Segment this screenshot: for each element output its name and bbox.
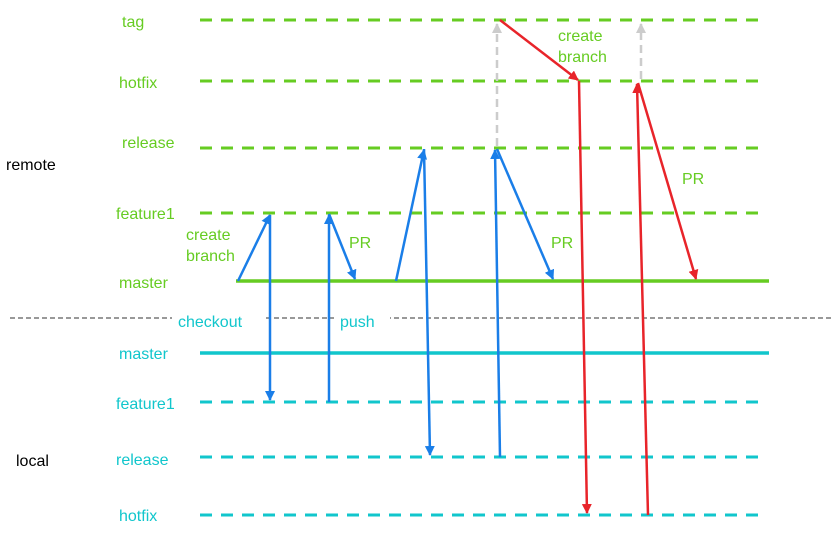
arrow-create-hotfix	[499, 19, 579, 81]
checkout-label: checkout	[178, 314, 243, 331]
pr-hotfix-label: PR	[682, 171, 704, 188]
remote-branch-label-hotfix: hotfix	[119, 75, 157, 92]
arrow-checkout-hotfix	[577, 80, 592, 514]
local-branch-label-release: release	[116, 452, 169, 469]
push-label-bg	[334, 309, 390, 329]
annotation-line: create	[558, 28, 603, 45]
section-label-remote: remote	[6, 157, 56, 174]
arrow-pr-feature1	[327, 213, 357, 280]
arrow-create-feature1	[236, 214, 272, 282]
push-label: push	[340, 314, 375, 331]
pr-release-label: PR	[551, 235, 573, 252]
local-branch-label-feature1: feature1	[116, 396, 175, 413]
arrow-pr-release	[495, 148, 555, 280]
create-branch-feature-label: create branch	[186, 227, 235, 265]
arrow-push-release	[490, 149, 502, 458]
remote-branch-label-release: release	[122, 135, 175, 152]
local-branch-label-hotfix: hotfix	[119, 508, 157, 525]
annotation-line: create	[186, 227, 231, 244]
annotation-line: branch	[558, 49, 607, 66]
remote-branch-label-feature1: feature1	[116, 206, 175, 223]
create-branch-hotfix-label: create branch	[558, 28, 607, 66]
checkout-label-bg	[172, 309, 264, 329]
arrow-create-release	[394, 149, 428, 282]
arrow-push-hotfix	[632, 83, 650, 516]
remote-branch-label-master: master	[119, 275, 169, 292]
remote-branch-label-tag: tag	[122, 14, 144, 31]
local-branch-label-master: master	[119, 346, 169, 363]
annotation-line: branch	[186, 248, 235, 265]
arrow-pr-hotfix	[636, 82, 699, 280]
arrow-checkout-release	[422, 148, 435, 456]
section-label-local: local	[16, 453, 49, 470]
pr-feature-label: PR	[349, 235, 371, 252]
